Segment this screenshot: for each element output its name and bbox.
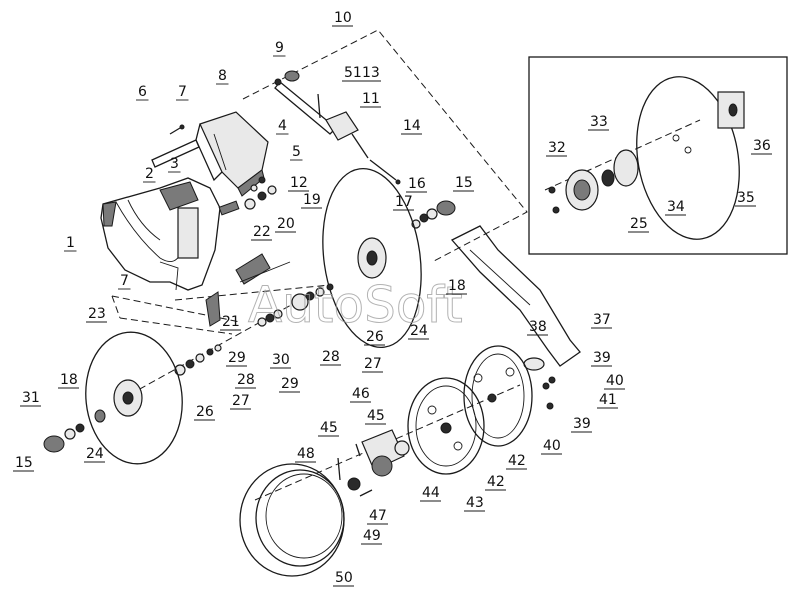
callout-label: 2: [145, 166, 154, 182]
fastener-stack: [218, 176, 277, 216]
callout-label: 37: [593, 312, 611, 328]
inset-hub: [548, 134, 692, 214]
callout-label: 14: [403, 118, 421, 134]
callout-label: 29: [281, 376, 299, 392]
hub-cap-upper: [411, 200, 456, 229]
callout-label: 20: [277, 216, 295, 232]
callout-label: 23: [88, 306, 106, 322]
rod: [369, 159, 401, 185]
spring: [351, 133, 369, 159]
callout-label: 24: [410, 323, 428, 339]
adjusting-block: [317, 93, 359, 141]
callout-label: 15: [455, 175, 473, 191]
watermark-text: AutoSoft: [248, 276, 463, 334]
small-bolt-top: [169, 124, 185, 135]
callout-label: 6: [138, 84, 147, 100]
inset-frame: [528, 56, 788, 255]
press-wheel-tire: [239, 463, 345, 577]
washer-stack-upper: [257, 283, 334, 327]
scraper-blades: [205, 253, 291, 327]
arm-fasteners: [523, 357, 556, 410]
callout-label: 29: [228, 350, 246, 366]
callout-label: 48: [297, 446, 315, 462]
callout-label: 32: [548, 140, 566, 156]
lower-disc: [85, 331, 183, 465]
callout-label: 33: [590, 114, 608, 130]
callout-label: 42: [508, 453, 526, 469]
pin: [151, 139, 200, 168]
callout-label: 11: [362, 91, 380, 107]
callout-label: 17: [395, 194, 413, 210]
callout-label: 8: [218, 68, 227, 84]
callout-label: 13: [362, 65, 380, 81]
callout-label: 10: [334, 10, 352, 26]
callout-label: 40: [606, 373, 624, 389]
callout-label: 21: [222, 314, 240, 330]
callout-label: 50: [335, 570, 353, 586]
press-wheel-rim-rear: [463, 345, 533, 447]
callout-label: 9: [275, 40, 284, 56]
press-wheel-rim-front: [407, 377, 485, 475]
callout-label: 7: [120, 273, 129, 289]
callout-label: 38: [529, 319, 547, 335]
callout-label: 28: [237, 372, 255, 388]
callout-label: 46: [352, 386, 370, 402]
callout-label: 26: [196, 404, 214, 420]
callout-label: 27: [364, 356, 382, 372]
callout-label: 40: [543, 438, 561, 454]
callout-label: 47: [369, 508, 387, 524]
callout-label: 15: [15, 455, 33, 471]
assembly-guide-lines: [111, 29, 701, 501]
callout-label: 36: [753, 138, 771, 154]
callout-label: 45: [320, 420, 338, 436]
callout-label: 49: [363, 528, 381, 544]
frame-bracket: [100, 177, 221, 291]
callout-label: 26: [366, 329, 384, 345]
callout-label: 44: [422, 485, 440, 501]
press-wheel-hub: [337, 429, 410, 497]
callout-label: 35: [737, 190, 755, 206]
callout-label: 4: [278, 118, 287, 134]
upper-disc: [322, 167, 422, 349]
callout-label: 31: [22, 390, 40, 406]
callout-label: 42: [487, 474, 505, 490]
callout-label: 28: [322, 349, 340, 365]
callout-label: 34: [667, 199, 685, 215]
callout-label: 19: [303, 192, 321, 208]
callout-label: 18: [448, 278, 466, 294]
hub-cap-lower: [43, 409, 106, 453]
callout-label: 16: [408, 176, 426, 192]
callout-label: 18: [60, 372, 78, 388]
callout-label: 27: [232, 393, 250, 409]
callout-label: 22: [253, 224, 271, 240]
inset-disc: [636, 76, 745, 240]
callout-label: 30: [272, 352, 290, 368]
callout-label: 24: [86, 446, 104, 462]
callout-label: 12: [290, 175, 308, 191]
callout-label: 43: [466, 495, 484, 511]
callout-label: 3: [170, 156, 179, 172]
axle-rod: [274, 70, 337, 135]
callout-label: 7: [178, 84, 187, 100]
callout-label: 1: [66, 235, 75, 251]
callout-label: 25: [630, 216, 648, 232]
seed-tube-housing: [195, 111, 269, 197]
callout-label: 51: [344, 65, 362, 81]
washer-stack-lower: [174, 344, 222, 376]
callout-label: 41: [599, 392, 617, 408]
callout-label: 39: [593, 350, 611, 366]
callout-label: 5: [292, 144, 301, 160]
callout-label: 45: [367, 408, 385, 424]
scraper-arm: [450, 225, 581, 367]
callout-label: 39: [573, 416, 591, 432]
